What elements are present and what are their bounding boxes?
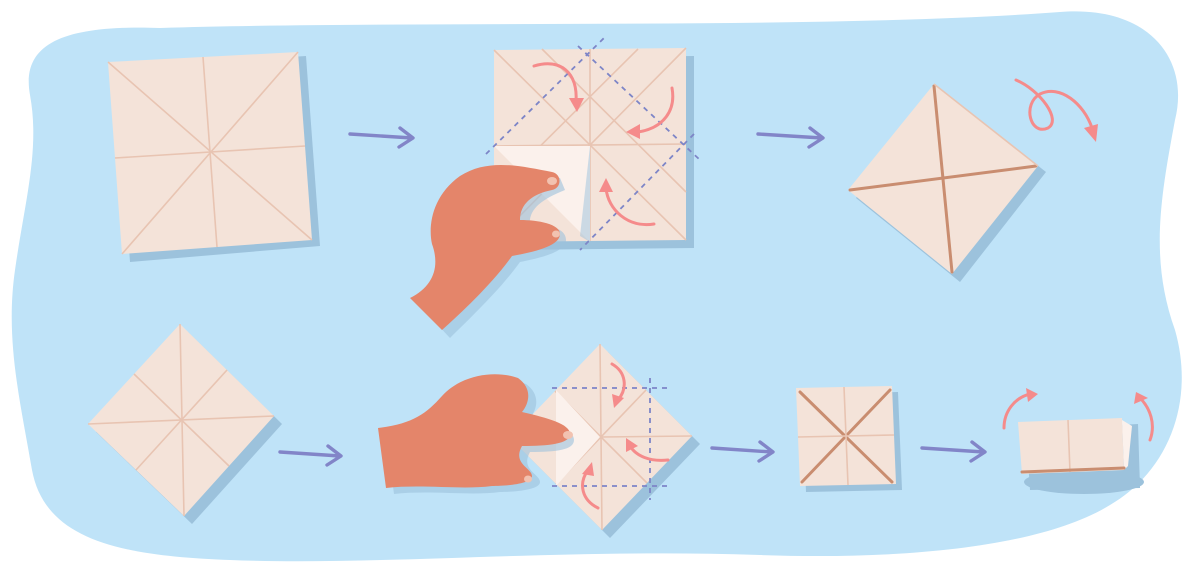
fingernail	[552, 231, 560, 238]
fingernail	[563, 431, 573, 439]
fortune-teller-body	[1018, 418, 1124, 474]
step-6-folded-square	[796, 386, 902, 492]
fingernail	[547, 177, 557, 185]
step-1-square-sheet	[108, 52, 320, 262]
fingernail	[524, 476, 532, 483]
